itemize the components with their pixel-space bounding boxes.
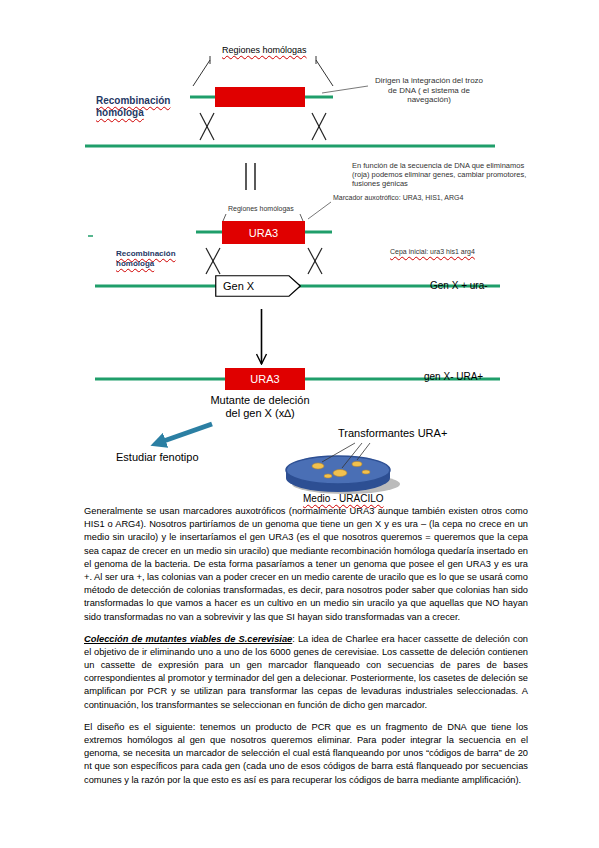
marker-box: URA3: [225, 368, 305, 390]
arrow: [158, 424, 212, 443]
equals-sign: [246, 163, 255, 190]
colony: [312, 462, 370, 479]
marker-fill: [225, 368, 305, 390]
process-arrow: [261, 309, 263, 364]
crossover: [200, 113, 326, 140]
leader-line: [322, 443, 370, 468]
annotation: Gen X + ura-: [430, 280, 488, 292]
marker-fill: [222, 221, 305, 244]
annotation: Estudiar fenotipo: [116, 451, 199, 464]
dna-fragment: [215, 87, 305, 107]
paragraph-text: : La idea de Charlee era hacer cassette …: [84, 634, 528, 710]
gene-arrow-shape: [216, 276, 301, 297]
body-text: Generalmente se usan marcadores auxotróf…: [84, 505, 528, 796]
annotation: Marcador auxotrófico: URA3, HIS1, ARG4: [333, 194, 463, 202]
annotation: Transformantes URA+: [338, 427, 447, 440]
gene-arrow: Gen X: [215, 275, 301, 297]
chromosome: [85, 145, 495, 148]
bracket: [193, 56, 333, 86]
crossover: [206, 248, 322, 274]
annotation: En función de la secuencia de DNA que el…: [352, 161, 530, 188]
bracket: [223, 214, 303, 221]
node-label: URA3: [249, 227, 278, 239]
mark: [88, 235, 93, 237]
paragraph: Colección de mutantes viables de S.cerev…: [84, 633, 528, 712]
leader-line: [322, 86, 368, 93]
petri-dish: [286, 456, 390, 484]
annotation: Recombinación homóloga: [116, 249, 190, 268]
homology-arm: [190, 96, 333, 99]
paragraph-text: El diseño es el siguiente: tenemos un pr…: [84, 722, 528, 785]
annotation: Regiones homólogas: [228, 205, 294, 213]
marker-box: URA3: [222, 221, 305, 244]
annotation: Medio - URACILO: [303, 493, 384, 505]
annotation: gen X- URA+: [424, 371, 483, 383]
annotation: Recombinación homóloga: [96, 95, 178, 119]
paragraph-text: Generalmente se usan marcadores auxotróf…: [84, 506, 528, 622]
annotation: Mutante de deleción del gen X (x∆): [203, 394, 317, 420]
annotation: Cepa inicial: ura3 his1 arg4: [390, 248, 475, 256]
node-label: Gen X: [223, 280, 254, 292]
paragraph: Generalmente se usan marcadores auxotróf…: [84, 505, 528, 624]
paragraph: El diseño es el siguiente: tenemos un pr…: [84, 721, 528, 787]
section-heading: Colección de mutantes viables de S.cerev…: [84, 634, 292, 644]
leader-line: [308, 202, 331, 219]
node-label: URA3: [250, 373, 279, 385]
annotation: Dirigen la integración del trozo de DNA …: [370, 76, 488, 105]
annotation: Regiones homólogas: [222, 45, 307, 56]
